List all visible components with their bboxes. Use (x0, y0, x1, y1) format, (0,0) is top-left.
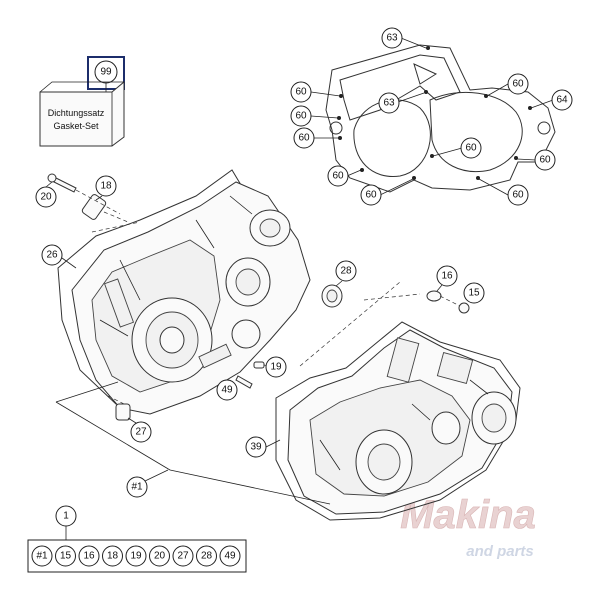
svg-text:28: 28 (201, 551, 213, 562)
svg-text:49: 49 (224, 551, 236, 562)
svg-text:60: 60 (512, 79, 524, 90)
watermark-sub: and parts (466, 543, 534, 560)
part-20-stud (47, 173, 77, 193)
part-16-washer (426, 290, 442, 302)
svg-text:20: 20 (40, 192, 52, 203)
callout-60-i: 60 (507, 184, 529, 206)
svg-text:15: 15 (60, 551, 72, 562)
svg-text:18: 18 (107, 551, 119, 562)
kit-item: 18 (102, 545, 123, 567)
svg-text:60: 60 (332, 171, 344, 182)
watermark-brand: Makina (400, 493, 536, 537)
svg-text:#1: #1 (36, 551, 48, 562)
kit-item: 28 (196, 545, 217, 567)
gasket-bolt-holes (337, 46, 532, 180)
callout-49: 49 (216, 379, 238, 401)
svg-text:60: 60 (465, 143, 477, 154)
svg-text:27: 27 (177, 551, 189, 562)
callout-27: 27 (130, 421, 152, 443)
gasket-set-label-de: Dichtungssatz (48, 108, 105, 118)
svg-text:15: 15 (468, 288, 480, 299)
svg-text:60: 60 (539, 155, 551, 166)
svg-text:64: 64 (556, 95, 568, 106)
svg-text:39: 39 (250, 442, 262, 453)
callout-16: 16 (436, 265, 458, 287)
callout-60-a: 60 (290, 81, 312, 103)
svg-text:60: 60 (512, 190, 524, 201)
callout-63-top: 63 (381, 27, 403, 49)
svg-text:28: 28 (340, 266, 352, 277)
callout-39: 39 (245, 436, 267, 458)
callout-60-g: 60 (460, 137, 482, 159)
part-18-sleeve (81, 194, 129, 223)
svg-text:27: 27 (135, 427, 147, 438)
svg-text:16: 16 (441, 271, 453, 282)
svg-text:63: 63 (386, 33, 398, 44)
callout-60-h: 60 (534, 149, 556, 171)
callout-60-d: 60 (327, 165, 349, 187)
callout-assembly-1: #1 (126, 476, 148, 498)
kit-item: 27 (172, 545, 194, 567)
part-15-oring (439, 295, 470, 314)
callout-60-f: 60 (507, 73, 529, 95)
left-crankcase-half (57, 169, 311, 415)
svg-text:18: 18 (100, 181, 112, 192)
callout-19: 19 (265, 356, 287, 378)
part-27-dowel (107, 395, 131, 421)
callout-28: 28 (335, 260, 357, 282)
gasket-set-box: 99 Dichtungssatz Gasket-Set (39, 56, 125, 147)
svg-text:60: 60 (295, 111, 307, 122)
svg-text:16: 16 (83, 551, 95, 562)
svg-text:#1: #1 (131, 482, 143, 493)
callout-15: 15 (463, 282, 485, 304)
svg-text:49: 49 (221, 385, 233, 396)
svg-text:1: 1 (63, 511, 69, 522)
part-49-screw (235, 375, 253, 389)
kit-item: #1 (31, 545, 53, 567)
callout-20: 20 (35, 186, 57, 208)
svg-text:19: 19 (270, 362, 282, 373)
callout-60-b: 60 (290, 105, 312, 127)
svg-text:60: 60 (298, 133, 310, 144)
kit-item: 20 (149, 545, 170, 567)
svg-text:20: 20 (154, 551, 166, 562)
svg-text:60: 60 (295, 87, 307, 98)
svg-text:26: 26 (46, 250, 58, 261)
kit-item: 15 (55, 545, 76, 567)
svg-text:60: 60 (365, 190, 377, 201)
gasket-set-label-en: Gasket-Set (53, 121, 99, 131)
callout-63-mid: 63 (378, 92, 400, 114)
callout-1: 1 (55, 505, 77, 527)
svg-text:99: 99 (100, 67, 112, 78)
callout-60-c: 60 (293, 127, 315, 149)
callout-26: 26 (41, 244, 63, 266)
assembly-bracket (55, 381, 331, 505)
kit-contents-items: #1 15 16 18 19 20 27 28 49 (31, 545, 241, 567)
kit-item: 16 (78, 545, 100, 567)
kit-item: 49 (219, 545, 241, 567)
callout-18: 18 (95, 175, 117, 197)
part-28-bearing (321, 284, 343, 308)
callout-64: 64 (551, 89, 573, 111)
svg-text:63: 63 (383, 98, 395, 109)
svg-text:19: 19 (130, 551, 142, 562)
callout-60-e: 60 (360, 184, 382, 206)
kit-item: 19 (125, 545, 147, 567)
side-cover-gasket (310, 37, 556, 196)
watermark-logo: Makina and parts (400, 493, 536, 560)
right-crankcase-half (275, 321, 521, 521)
